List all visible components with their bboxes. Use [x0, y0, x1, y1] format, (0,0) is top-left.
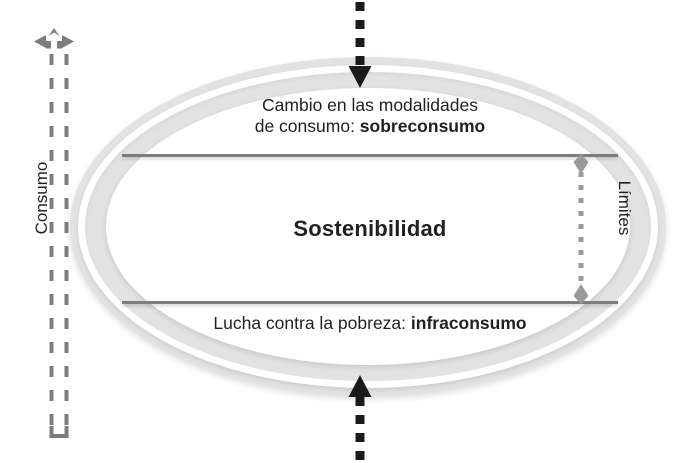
- consumo-left-arrowhead-icon: [34, 35, 51, 49]
- limites-axis-label: Límites: [615, 180, 634, 236]
- limites-axis-graphic: [573, 154, 589, 304]
- consumo-axis-graphic: [34, 28, 74, 438]
- dashed-arrow-down-head: [348, 66, 372, 88]
- limites-axis: Límites: [564, 150, 634, 310]
- limites-arrowhead-down-icon: [573, 284, 589, 304]
- lower-limit-line: [122, 301, 618, 304]
- limites-arrowhead-up-icon: [573, 154, 589, 174]
- underconsumption-label-prefix: Lucha contra la pobreza:: [213, 313, 411, 333]
- overconsumption-inflow-arrow: [338, 0, 382, 92]
- sustainability-ellipse-core: [106, 88, 630, 365]
- overconsumption-label-line2-bold: sobreconsumo: [359, 116, 486, 137]
- dashed-arrow-up-icon: [348, 375, 372, 461]
- dashed-arrow-up-head: [348, 375, 372, 397]
- consumo-right-arrowhead-icon: [57, 35, 74, 49]
- sustainability-ellipse-inner-band: [85, 72, 651, 381]
- overconsumption-label-line2-prefix: de consumo:: [254, 116, 360, 137]
- overconsumption-label-line1: Cambio en las modalidades: [262, 95, 478, 115]
- consumo-top-chevron-icon: [48, 28, 60, 36]
- sustainability-ellipse-outer-band: [70, 57, 666, 396]
- underconsumption-label: Lucha contra la pobreza: infraconsumo: [120, 313, 620, 334]
- consumo-axis: Consumo: [22, 8, 100, 448]
- underconsumption-label-bold: infraconsumo: [410, 313, 527, 333]
- sustainability-title: Sostenibilidad: [293, 216, 447, 241]
- sustainability-ellipse-white-ring: [78, 65, 658, 388]
- underconsumption-inflow-arrow: [338, 371, 382, 463]
- dashed-arrow-down-icon: [348, 2, 372, 88]
- consumo-axis-label: Consumo: [32, 161, 51, 235]
- overconsumption-label: Cambio en las modalidades de consumo: so…: [120, 95, 620, 138]
- consumo-bottom-u-connector-icon: [49, 426, 69, 438]
- upper-limit-line: [122, 154, 618, 157]
